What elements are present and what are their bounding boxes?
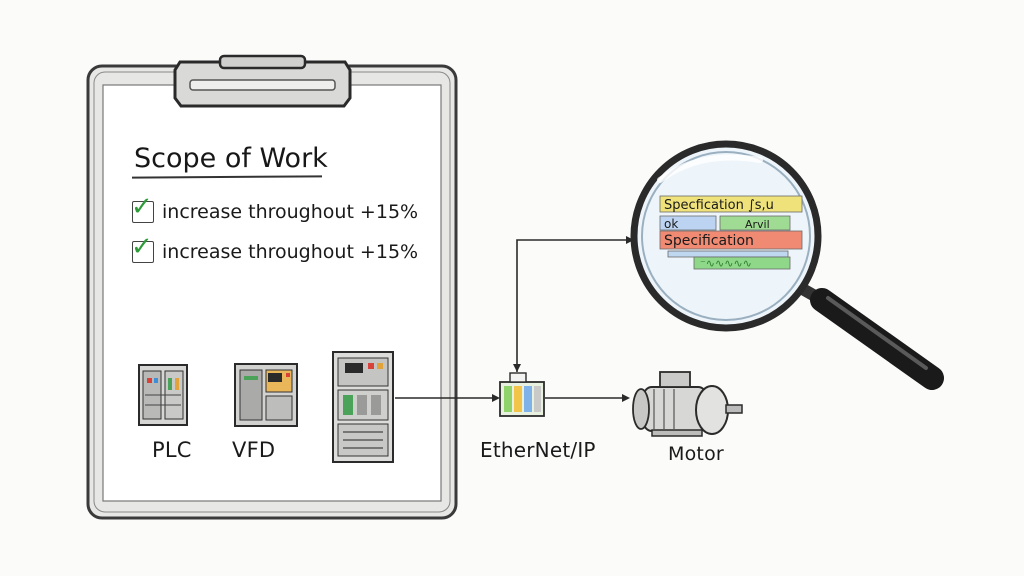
switch-to-magnifier-line	[516, 239, 626, 372]
spec-strip-text: ⁻∿∿∿∿∿	[700, 257, 752, 270]
network-switch-icon	[499, 372, 545, 417]
scope-title: Scope of Work	[134, 143, 328, 174]
spec-strip	[719, 215, 791, 231]
checklist-text: increase throughout +15%	[162, 201, 419, 223]
checklist-text: increase throughout +15%	[162, 241, 419, 263]
motor-icon	[632, 371, 743, 437]
spec-strip	[659, 215, 717, 231]
plc-label: PLC	[152, 438, 192, 462]
vfd-drive-icon	[234, 363, 298, 427]
check-icon: ✓	[131, 192, 153, 222]
spec-strip-text: ok	[664, 217, 678, 231]
motor-label: Motor	[668, 443, 724, 465]
clipboard-clip	[173, 54, 352, 108]
control-panel-icon	[332, 351, 394, 463]
spec-strip	[659, 230, 803, 250]
check-icon: ✓	[131, 232, 153, 262]
spec-strip	[693, 256, 791, 270]
checkbox[interactable]: ✓	[131, 232, 154, 263]
checklist-item[interactable]: ✓ increase throughout +15%	[131, 232, 419, 263]
checkbox[interactable]: ✓	[131, 192, 154, 223]
plc-cabinet-icon	[138, 364, 188, 426]
checklist-item[interactable]: ✓ increase throughout +15%	[131, 192, 419, 223]
spec-strip-text: Arvil	[745, 218, 770, 231]
spec-strip	[659, 195, 803, 213]
spec-strip-text: Specification	[664, 233, 754, 249]
network-label: EtherNet/IP	[480, 438, 596, 462]
spec-strip-text: Specfication ∫s,u	[664, 198, 774, 213]
connection-lines	[395, 236, 634, 402]
vfd-label: VFD	[232, 438, 276, 462]
